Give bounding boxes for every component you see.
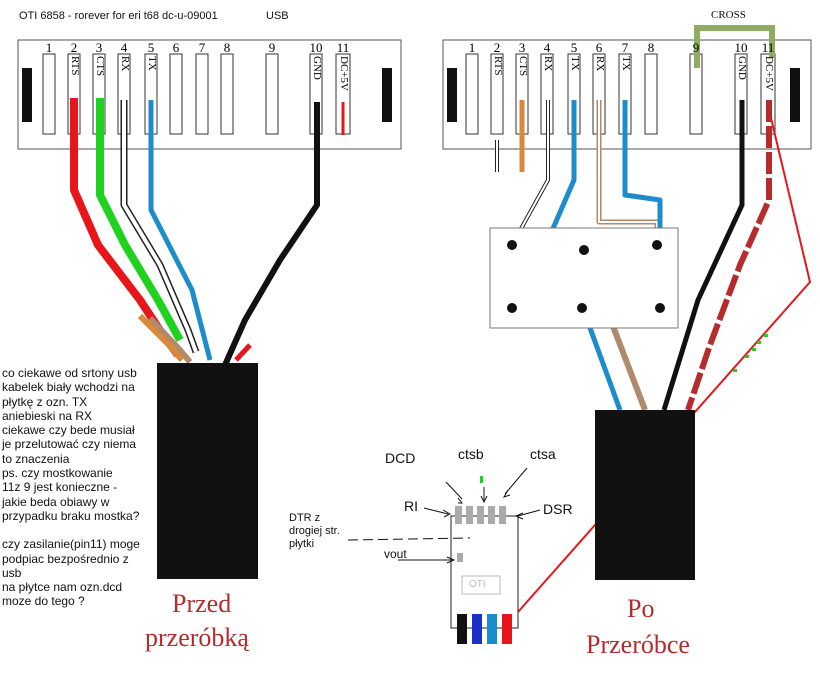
chip-label-dcd: DCD: [385, 450, 416, 466]
dtr-line: DTR z: [289, 512, 321, 524]
note-line: ciekawe czy bede musiał: [2, 423, 135, 438]
left-pin-11: 11: [336, 40, 350, 55]
right-signal-tx-2: TX: [620, 56, 632, 71]
right-signal-dc5v: DC+5V: [763, 56, 775, 91]
left-pin-2: 2: [70, 40, 78, 55]
note-line: jakie beda obiawy w: [2, 494, 110, 509]
right-signal-gnd: GND: [736, 56, 748, 80]
chip-board-label: OTI: [469, 579, 486, 590]
right-pin-8: 8: [647, 40, 655, 55]
caption-before-line2: przeróbką: [145, 623, 249, 652]
left-pin-8: 8: [223, 40, 231, 55]
usb-cable-body-left: [157, 363, 258, 579]
caption-after-line1: Po: [627, 594, 655, 623]
left-pin-7: 7: [198, 40, 206, 55]
caption-after-line2: Przeróbce: [586, 630, 690, 659]
note-line: kabelek biały wchodzi na: [2, 380, 135, 395]
right-wires: [495, 100, 811, 613]
left-pin-5: 5: [147, 40, 155, 55]
note-line: podpiac bezpośrednio z: [2, 551, 129, 566]
left-pin-4: 4: [120, 40, 128, 55]
wire-5v-darkred: [685, 100, 772, 411]
left-signal-gnd: GND: [311, 56, 323, 80]
wire-brown: [147, 315, 193, 364]
chip-label-ctsb: ctsb: [458, 446, 484, 462]
right-pin-5: 5: [570, 40, 578, 55]
cross-bridge: [694, 25, 775, 68]
chip-label-vout: vout: [384, 547, 407, 561]
note-line: ps. czy mostkowanie: [2, 466, 113, 481]
wire-tx-blue: [148, 100, 213, 361]
green-dots: [733, 334, 768, 372]
right-signal-rx: RX: [542, 56, 554, 72]
right-signal-tx: TX: [569, 56, 581, 71]
note-line: płytkę z ozn. TX: [2, 394, 88, 409]
cross-label: CROSS: [711, 9, 746, 21]
left-signal-rx: RX: [119, 56, 131, 72]
wire-orange: [137, 313, 185, 362]
note-line: [2, 523, 140, 537]
bridge-board: [489, 227, 679, 329]
left-signal-cts: CTS: [94, 56, 106, 77]
note-line: usb: [2, 565, 22, 580]
wire-red-tip: [234, 343, 252, 362]
right-signal-rts: RTS: [492, 56, 504, 76]
left-pin-10: 10: [309, 40, 323, 55]
left-pin-6: 6: [172, 40, 180, 55]
left-pin-9: 9: [268, 40, 276, 55]
bridge-pads: [507, 240, 665, 313]
note-line: 11z 9 jest konieczne -: [2, 480, 118, 495]
oti-chip: [450, 476, 519, 644]
left-wires: [70, 98, 345, 367]
left-signal-dc5v: DC+5V: [338, 56, 350, 91]
note-line: aniebieski na RX: [2, 408, 93, 423]
note-line: to znaczenia: [2, 451, 70, 466]
right-pin-9: 9: [692, 40, 700, 55]
chip-label-ri: RI: [404, 498, 418, 514]
right-signal-rx-2: RX: [594, 56, 606, 72]
left-signal-rts: RTS: [69, 56, 81, 76]
note-line: co ciekawe od srtony usb: [2, 366, 137, 380]
right-pin-3: 3: [518, 40, 526, 55]
caption-before-line1: Przed: [172, 589, 232, 618]
left-pin-1: 1: [45, 40, 53, 55]
right-signal-cts: CTS: [517, 56, 529, 77]
note-line: je przelutować czy niema: [2, 437, 137, 452]
wire-cts-green: [96, 98, 184, 342]
left-signal-tx: TX: [146, 56, 158, 71]
chip-leader-lines: [347, 467, 541, 564]
chip-label-dtr: DTR z drogiej str. płytki: [289, 512, 340, 551]
right-pin-2: 2: [493, 40, 501, 55]
right-pin-1: 1: [468, 40, 476, 55]
right-pin-10: 10: [734, 40, 748, 55]
question-notes: co ciekawe od srtony usb kabelek biały w…: [2, 366, 140, 609]
usb-cable-body-right: [595, 410, 695, 580]
usb-label: USB: [266, 10, 289, 22]
dtr-line: płytki: [289, 538, 315, 550]
wire-rx-white-inner: [122, 100, 198, 353]
dtr-line: drogiej str.: [289, 525, 340, 537]
wire-gnd-black-right: [661, 100, 745, 411]
right-pin-11: 11: [761, 40, 775, 55]
note-line: czy zasilanie(pin11) moge: [2, 537, 140, 552]
wire-rx-to-bridge-inner: [511, 100, 549, 246]
note-line: przypadku braku mostka?: [2, 508, 140, 523]
diagram-title: OTI 6858 - rorever for eri t68 dc-u-0900…: [19, 10, 218, 22]
right-pin-4: 4: [543, 40, 551, 55]
note-line: na płytce nam ozn.dcd: [2, 580, 123, 595]
note-line: moze do tego ?: [2, 594, 85, 609]
chip-label-ctsa: ctsa: [530, 446, 556, 462]
right-pin-7: 7: [621, 40, 629, 55]
wire-gnd-black: [222, 102, 320, 367]
chip-label-dsr: DSR: [543, 501, 573, 517]
left-pin-3: 3: [95, 40, 103, 55]
right-pin-6: 6: [595, 40, 603, 55]
